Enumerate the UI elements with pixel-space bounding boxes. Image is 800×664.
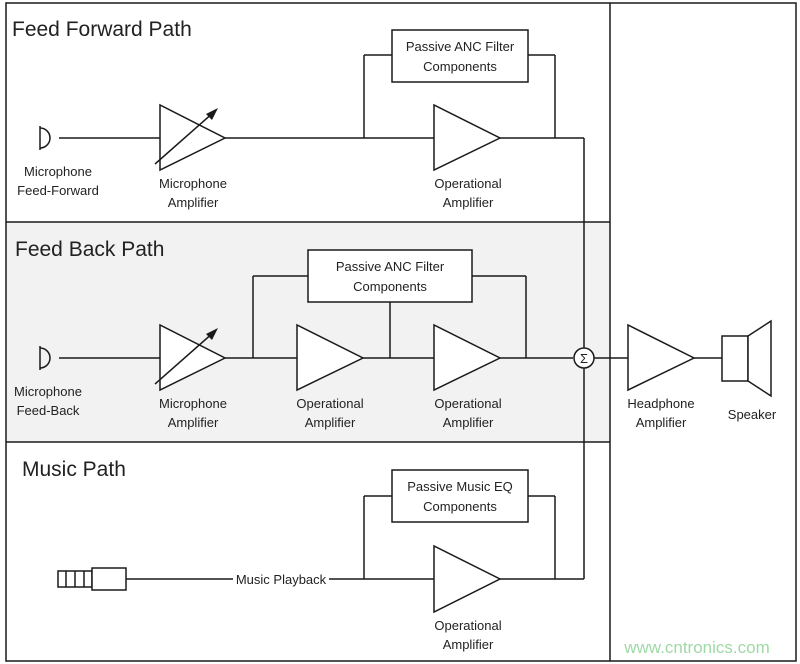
feed-back-mic-amp-label: Microphone — [159, 396, 227, 411]
feed-forward-opamp — [433, 103, 502, 172]
speaker-icon — [721, 319, 772, 398]
feed-forward-filter-label: Passive ANC Filter — [406, 39, 515, 54]
feed-back-filter-label: Passive ANC Filter — [336, 259, 445, 274]
feed-forward-mic-amp-label-2: Amplifier — [168, 195, 219, 210]
headphone-amp-label-2: Amplifier — [636, 415, 687, 430]
feed-back-opamp-1-label: Operational — [296, 396, 363, 411]
feed-back-opamp-1 — [296, 323, 365, 392]
feed-back-microphone-icon — [39, 347, 51, 369]
music-path: Music Playback Passive Music EQ Componen… — [57, 368, 585, 652]
feed-back-opamp-2-label: Operational — [434, 396, 501, 411]
feed-back-mic-label: Microphone — [14, 384, 82, 399]
feed-forward-mic-label: Microphone — [24, 164, 92, 179]
feed-forward-opamp-label-2: Amplifier — [443, 195, 494, 210]
feed-back-mic-label-2: Feed-Back — [17, 403, 80, 418]
music-opamp-label: Operational — [434, 618, 501, 633]
headphone-amp-label: Headphone — [627, 396, 694, 411]
summing-symbol: Σ — [580, 351, 588, 366]
feed-forward-title: Feed Forward Path — [12, 18, 192, 41]
feed-forward-opamp-label: Operational — [434, 176, 501, 191]
outer-frame — [5, 2, 797, 662]
feed-forward-path: Passive ANC Filter Components Microphone… — [17, 29, 585, 350]
feed-back-title: Feed Back Path — [15, 238, 164, 261]
feed-back-opamp-1-label-2: Amplifier — [305, 415, 356, 430]
music-eq-filter-label-2: Components — [423, 499, 497, 514]
feed-back-mic-amp-label-2: Amplifier — [168, 415, 219, 430]
feed-back-opamp-2-label-2: Amplifier — [443, 415, 494, 430]
music-eq-filter-label: Passive Music EQ — [407, 479, 512, 494]
audio-jack-icon — [57, 567, 127, 591]
feed-back-path: Passive ANC Filter Components Microphone… — [14, 249, 573, 430]
music-playback-label: Music Playback — [236, 572, 327, 587]
watermark: www.cntronics.com — [623, 638, 769, 657]
feed-forward-filter-label-2: Components — [423, 59, 497, 74]
feed-back-filter-label-2: Components — [353, 279, 427, 294]
feed-forward-mic-label-2: Feed-Forward — [17, 183, 99, 198]
feed-back-mic-amplifier — [159, 323, 227, 392]
music-opamp — [433, 544, 502, 614]
feed-forward-mic-amp-label: Microphone — [159, 176, 227, 191]
output-stage: Σ Headphone Amplifier Speaker — [573, 319, 777, 430]
headphone-amplifier — [627, 323, 696, 392]
music-opamp-label-2: Amplifier — [443, 637, 494, 652]
music-title: Music Path — [22, 458, 126, 481]
feed-back-opamp-2 — [433, 323, 502, 392]
feed-forward-gain-arrow-icon — [206, 108, 218, 120]
feed-forward-filter-box — [391, 29, 529, 83]
music-eq-filter-box — [391, 469, 529, 523]
feed-back-gain-arrow-icon — [206, 328, 218, 340]
feed-forward-mic-amplifier — [159, 103, 227, 172]
feed-forward-microphone-icon — [39, 127, 51, 149]
speaker-label: Speaker — [728, 407, 777, 422]
feed-back-filter-box — [307, 249, 473, 303]
